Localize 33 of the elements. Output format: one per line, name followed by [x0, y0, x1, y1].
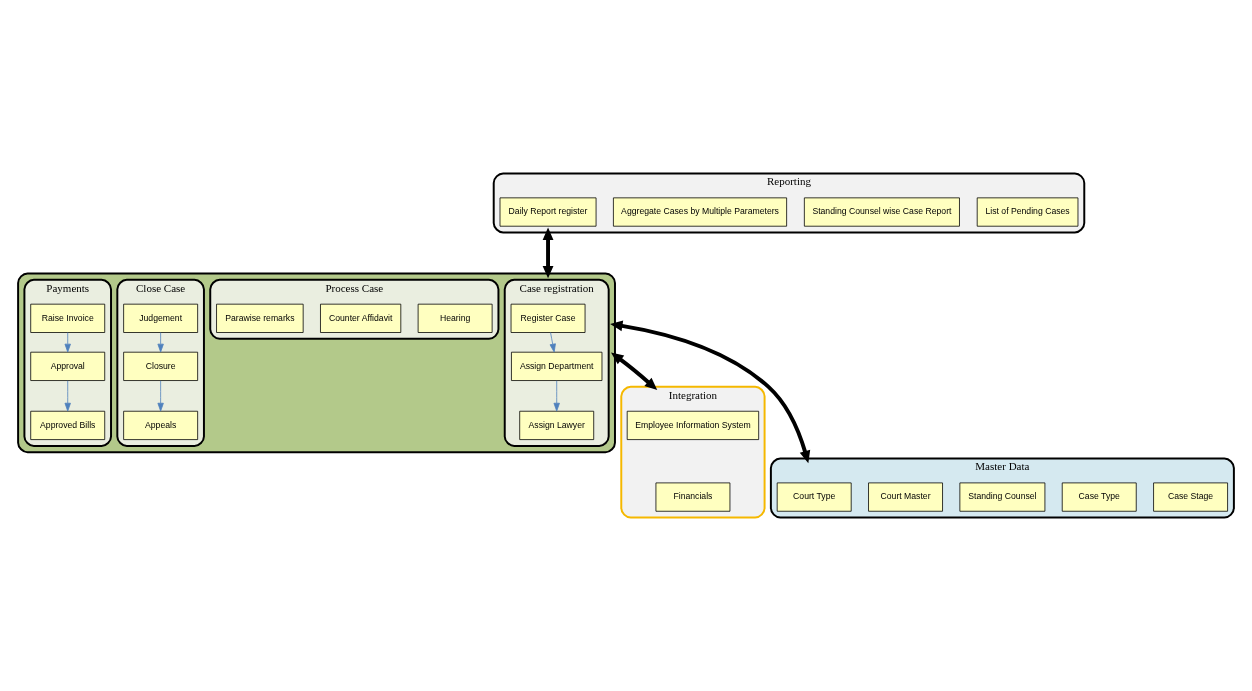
- arrow: [64, 332, 71, 353]
- node-box: Financials: [655, 482, 731, 512]
- node-box: Approved Bills: [30, 410, 106, 440]
- arrow: [611, 352, 658, 391]
- node-box: Register Case: [510, 303, 586, 333]
- node-box: Standing Counsel: [959, 482, 1046, 512]
- node-box: Employee Information System: [626, 410, 760, 440]
- node-box: Approval: [30, 351, 106, 381]
- node-box: Daily Report register: [499, 197, 597, 227]
- node-box: Counter Affidavit: [320, 303, 402, 333]
- node-box: Assign Lawyer: [519, 410, 595, 440]
- node-box: Closure: [123, 351, 199, 381]
- arrow: [157, 332, 164, 353]
- cluster: [17, 272, 616, 454]
- node-box: Standing Counsel wise Case Report: [803, 197, 960, 227]
- arrow: [553, 380, 560, 412]
- arrow: [542, 227, 554, 279]
- arrow: [549, 332, 556, 353]
- node-box: Court Type: [776, 482, 852, 512]
- node-box: Hearing: [417, 303, 493, 333]
- arrow: [610, 320, 811, 464]
- node-box: Case Stage: [1153, 482, 1228, 512]
- node-box: Assign Department: [511, 351, 603, 381]
- arrow: [64, 380, 71, 412]
- node-box: Raise Invoice: [30, 303, 106, 333]
- node-box: Aggregate Cases by Multiple Parameters: [613, 197, 788, 227]
- node-box: Appeals: [123, 410, 199, 440]
- node-box: List of Pending Cases: [976, 197, 1079, 227]
- arrow: [157, 380, 164, 412]
- node-box: Parawise remarks: [216, 303, 304, 333]
- node-box: Judgement: [123, 303, 199, 333]
- node-box: Court Master: [868, 482, 943, 512]
- node-box: Case Type: [1061, 482, 1137, 512]
